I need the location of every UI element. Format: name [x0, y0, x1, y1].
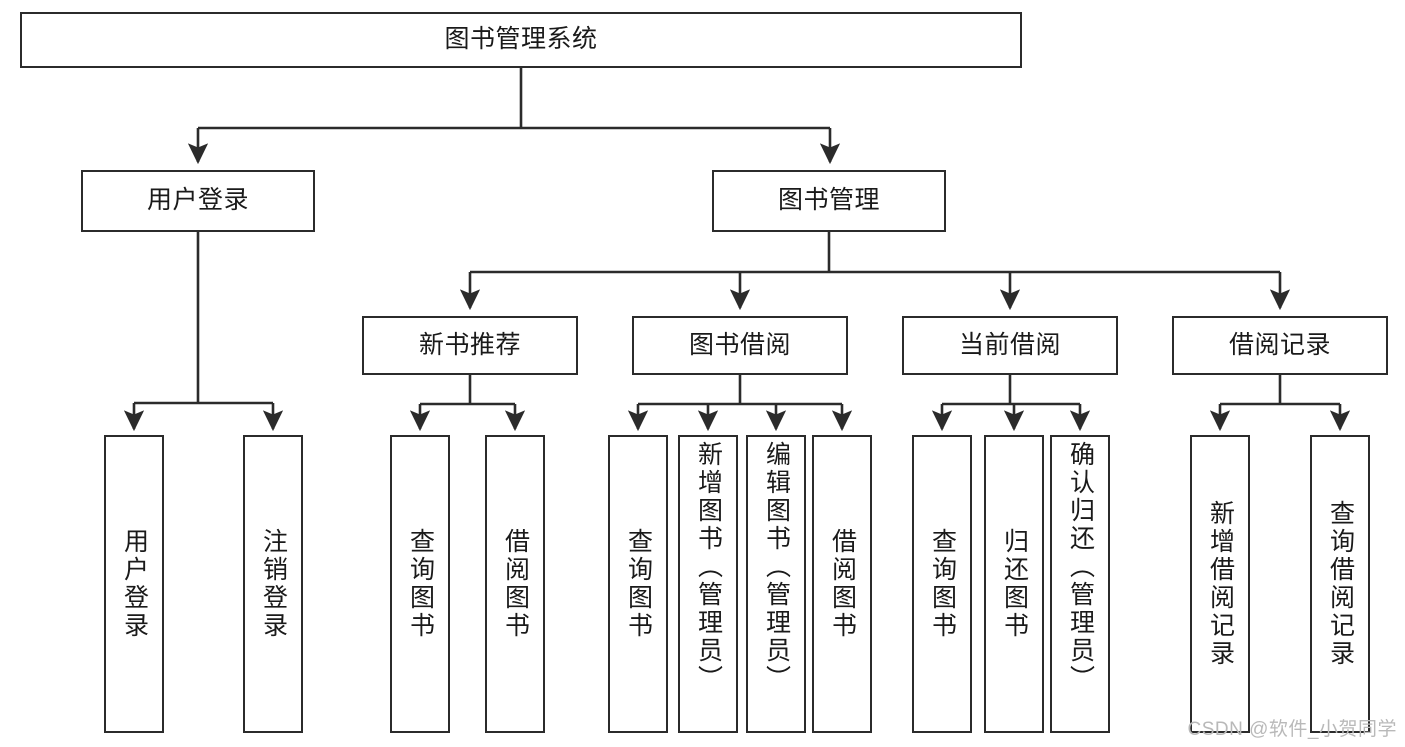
node-leaf-return-book-label: 归还图书: [1000, 528, 1029, 640]
node-user-login[interactable]: 用户登录: [81, 170, 315, 232]
node-leaf-query-borrow-record-label: 查询借阅记录: [1326, 500, 1355, 668]
node-leaf-query-book-current[interactable]: 查询图书: [912, 435, 972, 733]
node-leaf-borrow-book-recommend[interactable]: 借阅图书: [485, 435, 545, 733]
node-leaf-edit-book-admin-label: 编辑图书（管理员）: [762, 441, 791, 693]
node-leaf-borrow-book-borrow[interactable]: 借阅图书: [812, 435, 872, 733]
node-root-label: 图书管理系统: [444, 25, 598, 54]
node-leaf-user-login-label: 用户登录: [120, 528, 149, 640]
node-leaf-add-book-admin[interactable]: 新增图书（管理员）: [678, 435, 738, 733]
watermark-text: CSDN @软件_小贺同学: [1187, 719, 1397, 740]
node-user-login-label: 用户登录: [146, 186, 249, 215]
node-current-borrow-label: 当前借阅: [958, 330, 1061, 359]
node-leaf-query-borrow-record[interactable]: 查询借阅记录: [1310, 435, 1370, 733]
node-leaf-query-book-recommend[interactable]: 查询图书: [390, 435, 450, 733]
node-leaf-logout-login[interactable]: 注销登录: [243, 435, 303, 733]
node-book-manage-label: 图书管理: [777, 186, 880, 215]
node-borrow-record-label: 借阅记录: [1228, 330, 1331, 359]
node-leaf-return-book[interactable]: 归还图书: [984, 435, 1044, 733]
node-leaf-borrow-book-recommend-label: 借阅图书: [501, 528, 530, 640]
node-leaf-add-book-admin-label: 新增图书（管理员）: [694, 441, 723, 693]
node-new-book-recommend[interactable]: 新书推荐: [362, 316, 578, 375]
node-borrow-record[interactable]: 借阅记录: [1172, 316, 1388, 375]
node-leaf-logout-login-label: 注销登录: [259, 528, 288, 640]
node-leaf-borrow-book-borrow-label: 借阅图书: [828, 528, 857, 640]
node-leaf-confirm-return-admin-label: 确认归还（管理员）: [1066, 441, 1095, 693]
node-book-borrow-label: 图书借阅: [688, 330, 791, 359]
node-book-borrow[interactable]: 图书借阅: [632, 316, 848, 375]
node-leaf-query-book-borrow-label: 查询图书: [624, 528, 653, 640]
node-leaf-add-borrow-record-label: 新增借阅记录: [1206, 500, 1235, 668]
node-leaf-query-book-borrow[interactable]: 查询图书: [608, 435, 668, 733]
node-root-book-management-system[interactable]: 图书管理系统: [20, 12, 1022, 68]
node-leaf-confirm-return-admin[interactable]: 确认归还（管理员）: [1050, 435, 1110, 733]
node-new-book-recommend-label: 新书推荐: [418, 330, 521, 359]
node-leaf-query-book-current-label: 查询图书: [928, 528, 957, 640]
node-leaf-edit-book-admin[interactable]: 编辑图书（管理员）: [746, 435, 806, 733]
node-leaf-query-book-recommend-label: 查询图书: [406, 528, 435, 640]
node-leaf-user-login[interactable]: 用户登录: [104, 435, 164, 733]
node-book-manage[interactable]: 图书管理: [712, 170, 946, 232]
node-current-borrow[interactable]: 当前借阅: [902, 316, 1118, 375]
node-leaf-add-borrow-record[interactable]: 新增借阅记录: [1190, 435, 1250, 733]
